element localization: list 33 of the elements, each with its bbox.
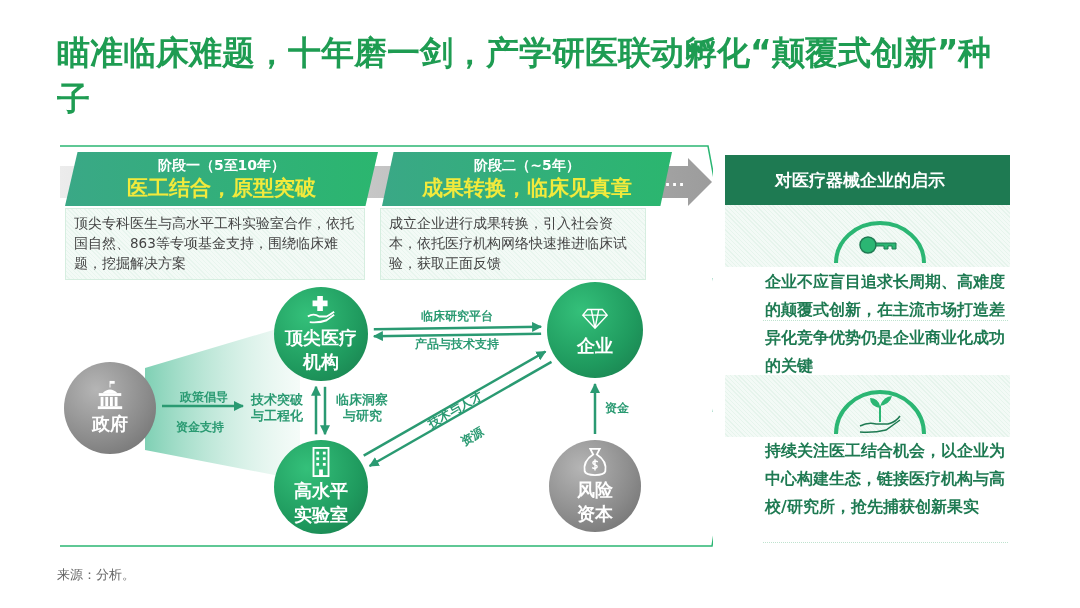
description-box: 成立企业进行成果转换，引入社会资本，依托医疗机构网络快速推进临床试验，获取正面反馈 <box>380 208 646 280</box>
edge-label: 资源 <box>457 424 487 450</box>
node-label: 政府 <box>91 412 129 436</box>
stage-title: 医工结合，原型突破 <box>127 175 316 202</box>
edge-label: 技术突破与工程化 <box>251 392 303 424</box>
arrow <box>363 350 547 457</box>
title: 瞄准临床难题，十年磨一剑，产学研医联动孵化“颠覆式创新”种子 <box>57 32 993 120</box>
edge-label: 产品与技术支持 <box>415 336 499 352</box>
edge-label: 资金 <box>605 400 629 416</box>
arrow <box>368 360 553 468</box>
arrow <box>373 321 543 332</box>
node-label: 顶尖医疗机构 <box>283 326 358 374</box>
stage-period: 阶段一（5至10年） <box>157 156 286 174</box>
edge-label: 政策倡导 <box>180 389 228 405</box>
arrow <box>162 401 244 411</box>
description-box: 顶尖专科医生与高水平工科实验室合作，依托国自然、863等专项基金支持，围绕临床难题，挖掘解决方案 <box>65 208 365 280</box>
node-label: 高水平实验室 <box>293 479 349 527</box>
arrow <box>311 385 321 435</box>
arrow <box>372 331 542 342</box>
arrow <box>320 386 330 436</box>
insight-text: 持续关注医工结合机会，以企业为中心构建生态，链接医疗机构与高校/研究所，抢先捕获创新果实 <box>765 437 1013 552</box>
note-text: 资金支持 <box>176 419 224 435</box>
edge-label: 临床洞察与研究 <box>336 392 388 424</box>
edge-label: 临床研究平台 <box>421 308 493 324</box>
node-label: 企业 <box>576 334 614 358</box>
ellipsis-label: ... <box>664 170 686 190</box>
source-note: 来源：分析。 <box>57 566 135 584</box>
node-label: 风险资本 <box>576 478 614 526</box>
header-bar: 对医疗器械企业的启示 <box>725 155 1010 205</box>
arrow <box>590 383 600 434</box>
stage-title: 成果转换，临床见真章 <box>422 175 632 202</box>
insight-text: 企业不应盲目追求长周期、高难度的颠覆式创新，在主流市场打造差异化竞争优势仍是企业商业化成功的关键 <box>765 268 1013 383</box>
stage-period: 阶段二（~5年） <box>474 156 580 174</box>
